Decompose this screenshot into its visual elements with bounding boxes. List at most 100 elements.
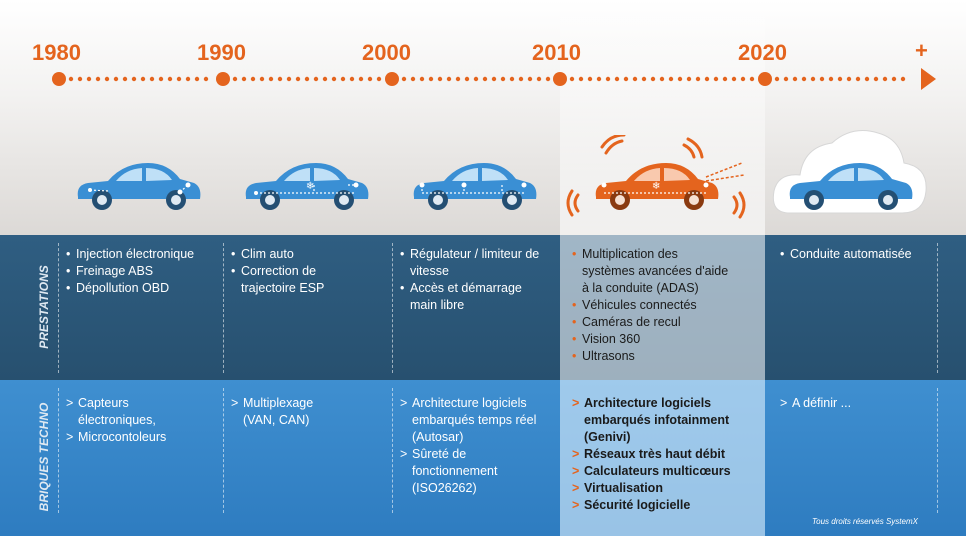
- timeline-dot: [678, 77, 682, 81]
- list-item: Clim auto: [231, 246, 381, 263]
- timeline-dot: [465, 77, 469, 81]
- timeline-dot: [456, 77, 460, 81]
- timeline-dot: [784, 77, 788, 81]
- separator: [58, 388, 59, 513]
- copyright-notice: Tous droits réservés SystemX: [812, 517, 918, 526]
- timeline-node-2000: [385, 72, 399, 86]
- timeline-dot: [296, 77, 300, 81]
- timeline-dot: [341, 77, 345, 81]
- briques-2000: Architecture logiciels embarqués temps r…: [400, 395, 555, 497]
- prestations-1980: Injection électronique Freinage ABS Dépo…: [66, 246, 218, 297]
- timeline-dot: [750, 77, 754, 81]
- separator: [937, 243, 938, 373]
- svg-text:❄: ❄: [306, 181, 314, 192]
- timeline-dot: [829, 77, 833, 81]
- list-item: Architecture logiciels embarqués infotai…: [572, 395, 742, 446]
- list-item: Conduite automatisée: [780, 246, 930, 263]
- timeline-dot: [492, 77, 496, 81]
- timeline-dot: [642, 77, 646, 81]
- timeline-arrow-icon: [921, 68, 936, 90]
- car-2020-cloud-icon: [770, 125, 930, 220]
- timeline-dot: [570, 77, 574, 81]
- timeline-dot: [429, 77, 433, 81]
- separator: [392, 243, 393, 373]
- list-item: Réseaux très haut débit: [572, 446, 742, 463]
- timeline-dot: [377, 77, 381, 81]
- timeline-dot: [802, 77, 806, 81]
- timeline-dot: [483, 77, 487, 81]
- timeline-dot: [669, 77, 673, 81]
- timeline-dot: [447, 77, 451, 81]
- timeline-dot: [123, 77, 127, 81]
- row-label-briques-techno: BRIQUES TECHNO: [37, 387, 51, 527]
- timeline-node-1980: [52, 72, 66, 86]
- list-item: Sécurité logicielle: [572, 497, 742, 514]
- timeline-dot: [510, 77, 514, 81]
- timeline-dot: [305, 77, 309, 81]
- timeline-dot: [660, 77, 664, 81]
- timeline-dot: [251, 77, 255, 81]
- timeline-dot: [687, 77, 691, 81]
- list-item: Caméras de recul: [572, 314, 732, 331]
- timeline-dot: [847, 77, 851, 81]
- timeline-dot: [633, 77, 637, 81]
- timeline-dot: [696, 77, 700, 81]
- briques-1980: Capteurs électroniques, Microcontoleurs: [66, 395, 196, 446]
- list-item: Régulateur / limiteur de vitesse: [400, 246, 540, 280]
- prestations-2020: Conduite automatisée: [780, 246, 930, 263]
- timeline-dot: [204, 77, 208, 81]
- car-2010-connected-icon: ❄: [566, 135, 746, 220]
- timeline-dot: [242, 77, 246, 81]
- timeline-dot: [269, 77, 273, 81]
- car-1990-icon: ❄: [236, 155, 376, 215]
- timeline-dot: [892, 77, 896, 81]
- timeline-dot: [314, 77, 318, 81]
- timeline-dot: [624, 77, 628, 81]
- timeline-dot: [420, 77, 424, 81]
- briques-2020: A définir ...: [780, 395, 930, 412]
- timeline-dot: [159, 77, 163, 81]
- timeline-dot: [793, 77, 797, 81]
- svg-text:❄: ❄: [652, 181, 660, 192]
- timeline-dot: [714, 77, 718, 81]
- timeline-dot: [332, 77, 336, 81]
- prestations-1990: Clim auto Correction de trajectoire ESP: [231, 246, 381, 297]
- timeline-node-1990: [216, 72, 230, 86]
- list-item: Microcontoleurs: [66, 429, 196, 446]
- timeline-dot: [474, 77, 478, 81]
- timeline-axis: [0, 60, 966, 100]
- timeline-dot: [528, 77, 532, 81]
- timeline-dot: [278, 77, 282, 81]
- timeline-dot: [323, 77, 327, 81]
- list-item: Vision 360: [572, 331, 732, 348]
- timeline-dot: [105, 77, 109, 81]
- list-item: Multiplication des systèmes avancées d'a…: [572, 246, 732, 297]
- briques-1990: Multiplexage (VAN, CAN): [231, 395, 351, 429]
- timeline-dot: [537, 77, 541, 81]
- timeline-dot: [732, 77, 736, 81]
- timeline-dot: [588, 77, 592, 81]
- timeline-dot: [546, 77, 550, 81]
- timeline-dot: [78, 77, 82, 81]
- list-item: Virtualisation: [572, 480, 742, 497]
- timeline-dot: [874, 77, 878, 81]
- timeline-node-2010: [553, 72, 567, 86]
- timeline-dot: [150, 77, 154, 81]
- list-item: Véhicules connectés: [572, 297, 732, 314]
- list-item: Freinage ABS: [66, 263, 218, 280]
- timeline-dot: [177, 77, 181, 81]
- timeline-dot: [901, 77, 905, 81]
- timeline-dot: [723, 77, 727, 81]
- timeline-dot: [519, 77, 523, 81]
- separator: [223, 243, 224, 373]
- car-1980-icon: [68, 155, 208, 215]
- timeline-dot: [287, 77, 291, 81]
- timeline-dot: [233, 77, 237, 81]
- timeline-dot: [411, 77, 415, 81]
- timeline-dot: [651, 77, 655, 81]
- list-item: Multiplexage (VAN, CAN): [231, 395, 331, 429]
- timeline-dot: [168, 77, 172, 81]
- timeline-dot: [359, 77, 363, 81]
- timeline-dot: [775, 77, 779, 81]
- timeline-dot: [114, 77, 118, 81]
